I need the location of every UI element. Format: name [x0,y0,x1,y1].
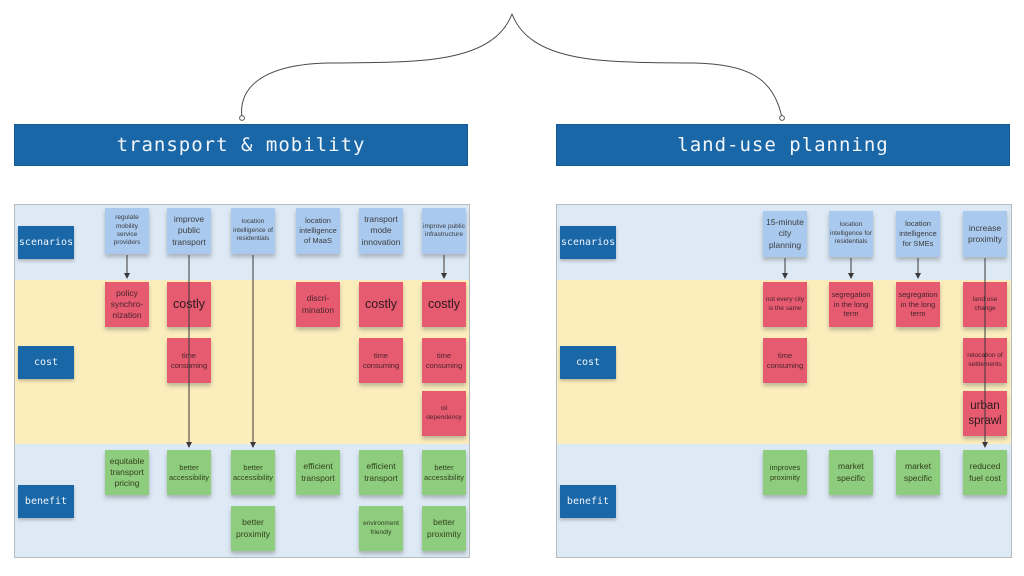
benefit-note-environment-friendly[interactable]: environment friendly [359,506,403,551]
sticky-note-text: costly [173,297,205,312]
sticky-note-text: improve public transport [172,214,206,247]
sticky-note-text: location intelligence of MaaS [299,216,337,245]
sticky-note-text: environment friendly [363,520,399,536]
benefit-note-better-accessibility[interactable]: better accessibility [231,450,275,495]
scenario-note-regulate-mobility-service-providers[interactable]: regulate mobility service providers [105,208,149,254]
scenario-note-location-intelligence-of-maas[interactable]: location intelligence of MaaS [296,208,340,254]
sticky-note-text: relocation of settlements [967,352,1003,368]
sticky-note-text: location intelligence for SMEs [899,219,937,248]
sticky-note-text: land use change [972,296,998,312]
cost-note-land-use-change[interactable]: land use change [963,282,1007,327]
connector-endpoint-left [239,115,245,121]
panel-transport-mobility: scenarios cost benefit regulate mobility se… [14,204,470,558]
sticky-note-text: oil dependency [426,405,462,421]
sticky-note-text: time consuming [425,350,463,370]
sticky-note-text: policy synchro- nization [110,287,144,321]
row-label-benefit[interactable]: benefit [560,485,616,518]
scenario-note-increase-proximity[interactable]: increase proximity [963,211,1007,257]
cost-note-relocation-of-settlements[interactable]: relocation of settlements [963,338,1007,383]
scenario-note-15-minute-city-planning[interactable]: 15-minute city planning [763,211,807,257]
sticky-note-text: costly [428,297,460,312]
sticky-note-text: reduced fuel cost [969,461,1001,483]
cost-note-policy-synchro-nization[interactable]: policy synchro- nization [105,282,149,327]
sticky-note-text: location intelligence of residentials [233,218,273,243]
scenario-note-location-intelligence-of-residentials[interactable]: location intelligence of residentials [231,208,275,254]
benefit-note-market-specific[interactable]: market specific [829,450,873,495]
sticky-note-text: market specific [903,461,933,483]
row-label-cost[interactable]: cost [560,346,616,379]
sticky-note-text: not every city is the same [765,296,805,312]
cost-note-time-consuming[interactable]: time consuming [167,338,211,383]
benefit-note-reduced-fuel-cost[interactable]: reduced fuel cost [963,450,1007,495]
row-label-scenarios[interactable]: scenarios [18,226,74,259]
cost-note-segregation-in-the-long-term[interactable]: segregation in the long term [829,282,873,327]
sticky-note-text: improves proximity [769,462,801,482]
benefit-note-better-accessibility[interactable]: better accessibility [167,450,211,495]
cost-note-segregation-in-the-long-term[interactable]: segregation in the long term [896,282,940,327]
sticky-note-text: segregation in the long term [831,289,871,319]
sticky-note-text: transport mode innovation [361,214,401,247]
sticky-note-text: better proximity [235,517,270,539]
benefit-note-efficient-transport[interactable]: efficient transport [359,450,403,495]
sticky-note-text: improve public infrastructure [423,222,465,238]
sticky-note-text: segregation in the long term [898,289,938,319]
cost-note-time-consuming[interactable]: time consuming [359,338,403,383]
sticky-note-text: discri- mination [301,293,335,315]
scenario-note-improve-public-transport[interactable]: improve public transport [167,208,211,254]
sticky-note-text: better accessibility [168,462,209,482]
benefit-note-efficient-transport[interactable]: efficient transport [296,450,340,495]
cost-note-time-consuming[interactable]: time consuming [422,338,466,383]
panel-title-text: land-use planning [677,134,889,156]
sticky-note-text: time consuming [170,350,208,370]
cost-note-costly[interactable]: costly [359,282,403,327]
benefit-note-improves-proximity[interactable]: improves proximity [763,450,807,495]
scenario-note-transport-mode-innovation[interactable]: transport mode innovation [359,208,403,254]
sticky-note-text: regulate mobility service providers [113,214,141,247]
sticky-note-text: costly [365,297,397,312]
row-label-scenarios[interactable]: scenarios [560,226,616,259]
cost-note-urban-sprawl[interactable]: urban sprawl [963,391,1007,436]
connector-endpoint-right [779,115,785,121]
sticky-note-text: time consuming [362,350,400,370]
cost-note-costly[interactable]: costly [422,282,466,327]
sticky-note-text: time consuming [766,350,804,370]
benefit-note-better-proximity[interactable]: better proximity [422,506,466,551]
scenario-note-location-intelligence-for-smes[interactable]: location intelligence for SMEs [896,211,940,257]
panel-land-use-planning: scenarios cost benefit 15-minute city plann… [556,204,1012,558]
sticky-note-text: 15-minute city planning [766,217,804,250]
benefit-note-market-specific[interactable]: market specific [896,450,940,495]
sticky-note-text: location intelligence for residentials [830,221,872,246]
cost-note-costly[interactable]: costly [167,282,211,327]
sticky-note-text: efficient transport [364,461,398,483]
sticky-note-text: better proximity [426,517,461,539]
benefit-note-equitable-transport-pricing[interactable]: equitable transport pricing [105,450,149,495]
brace-connector [239,13,785,121]
sticky-note-text: urban sprawl [968,399,1002,427]
row-label-cost[interactable]: cost [18,346,74,379]
scenario-note-location-intelligence-for-residentials[interactable]: location intelligence for residentials [829,211,873,257]
cost-note-oil-dependency[interactable]: oil dependency [422,391,466,436]
sticky-note-text: equitable transport pricing [109,455,145,489]
benefit-note-better-accessibility[interactable]: better accessibility [422,450,466,495]
cost-note-discri-mination[interactable]: discri- mination [296,282,340,327]
sticky-note-text: better accessibility [232,462,273,482]
benefit-note-better-proximity[interactable]: better proximity [231,506,275,551]
sticky-note-text: market specific [836,461,866,483]
panel-title-text: transport & mobility [116,134,366,156]
sticky-note-text: efficient transport [301,461,335,483]
panel-title-land-use-planning[interactable]: land-use planning [556,124,1010,166]
cost-note-not-every-city-is-the-same[interactable]: not every city is the same [763,282,807,327]
panel-title-transport-mobility[interactable]: transport & mobility [14,124,468,166]
scenario-note-improve-public-infrastructure[interactable]: improve public infrastructure [422,208,466,254]
cost-note-time-consuming[interactable]: time consuming [763,338,807,383]
row-label-benefit[interactable]: benefit [18,485,74,518]
sticky-note-text: better accessibility [423,462,464,482]
sticky-note-text: increase proximity [967,222,1002,244]
